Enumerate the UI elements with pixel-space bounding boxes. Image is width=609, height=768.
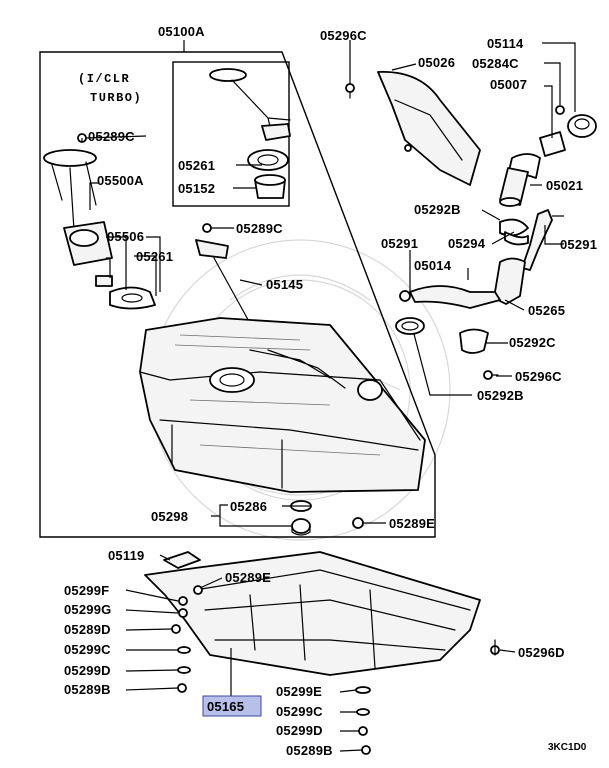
part-label-05296D[interactable]: 05296D — [518, 645, 565, 660]
part-label-05265[interactable]: 05265 — [528, 303, 565, 318]
part-label-05289D[interactable]: 05289D — [64, 622, 111, 637]
part-label-05152[interactable]: 05152 — [178, 181, 215, 196]
part-label-05506[interactable]: 05506 — [107, 229, 144, 244]
part-label-05296C-right[interactable]: 05296C — [515, 369, 562, 384]
selected-part-highlight[interactable] — [202, 695, 262, 717]
part-label-05289B-left[interactable]: 05289B — [64, 682, 111, 697]
sending-unit-drawing — [209, 68, 291, 199]
part-label-05299D-bottom[interactable]: 05299D — [276, 723, 323, 738]
part-label-05119[interactable]: 05119 — [108, 548, 144, 563]
part-label-05165[interactable]: 05165 — [207, 699, 244, 714]
part-label-05299C-left[interactable]: 05299C — [64, 642, 111, 657]
part-label-05014[interactable]: 05014 — [414, 258, 452, 273]
part-label-05291-right[interactable]: 05291 — [560, 237, 597, 252]
part-label-05100A[interactable]: 05100A — [158, 24, 205, 39]
part-label-05026[interactable]: 05026 — [418, 55, 455, 70]
heat-shield-drawing — [345, 71, 481, 186]
model-note-line2: TURBO) — [90, 91, 142, 105]
part-label-05292B-top[interactable]: 05292B — [414, 202, 461, 217]
diagram-reference-code: 3KC1D0 — [548, 742, 587, 753]
part-label-05289B-bottom[interactable]: 05289B — [286, 743, 333, 758]
part-label-05299E[interactable]: 05299E — [276, 684, 322, 699]
part-label-05289E-top[interactable]: 05289E — [389, 516, 435, 531]
hoses-drawing — [395, 209, 553, 380]
part-label-05261[interactable]: 05261 — [136, 249, 173, 264]
part-label-05299D-left[interactable]: 05299D — [64, 663, 111, 678]
filler-neck-drawing — [499, 105, 597, 207]
part-label-05298[interactable]: 05298 — [151, 509, 188, 524]
part-label-05500A[interactable]: 05500A — [97, 173, 144, 188]
part-label-05145[interactable]: 05145 — [266, 277, 303, 292]
leader-lines — [81, 40, 576, 752]
part-label-05296C[interactable]: 05296C — [320, 28, 367, 43]
part-label-05289C[interactable]: 05289C — [88, 129, 135, 144]
part-label-05289C-tank[interactable]: 05289C — [236, 221, 283, 236]
part-label-05291-left[interactable]: 05291 — [381, 236, 418, 251]
part-label-05299F[interactable]: 05299F — [64, 583, 109, 598]
part-label-05289E-mid[interactable]: 05289E — [225, 570, 271, 585]
assembly-frame — [39, 51, 436, 538]
part-label-05021[interactable]: 05021 — [546, 178, 583, 193]
part-label-05292C[interactable]: 05292C — [509, 335, 556, 350]
part-label-05007[interactable]: 05007 — [490, 77, 527, 92]
part-label-05292B-bottom[interactable]: 05292B — [477, 388, 524, 403]
part-label-05284C[interactable]: 05284C — [472, 56, 519, 71]
part-label-05114[interactable]: 05114 — [487, 36, 524, 51]
part-label-05261-inset[interactable]: 05261 — [178, 158, 215, 173]
part-label-05286[interactable]: 05286 — [230, 499, 267, 514]
part-label-05294[interactable]: 05294 — [448, 236, 486, 251]
skid-plate-drawing — [144, 551, 500, 755]
part-label-05299G[interactable]: 05299G — [64, 602, 111, 617]
model-note-line1: (I/CLR — [78, 72, 130, 86]
fuel-tank-drawing — [139, 317, 426, 493]
fuel-pump-drawing — [43, 133, 212, 310]
part-label-05299C-bottom[interactable]: 05299C — [276, 704, 323, 719]
